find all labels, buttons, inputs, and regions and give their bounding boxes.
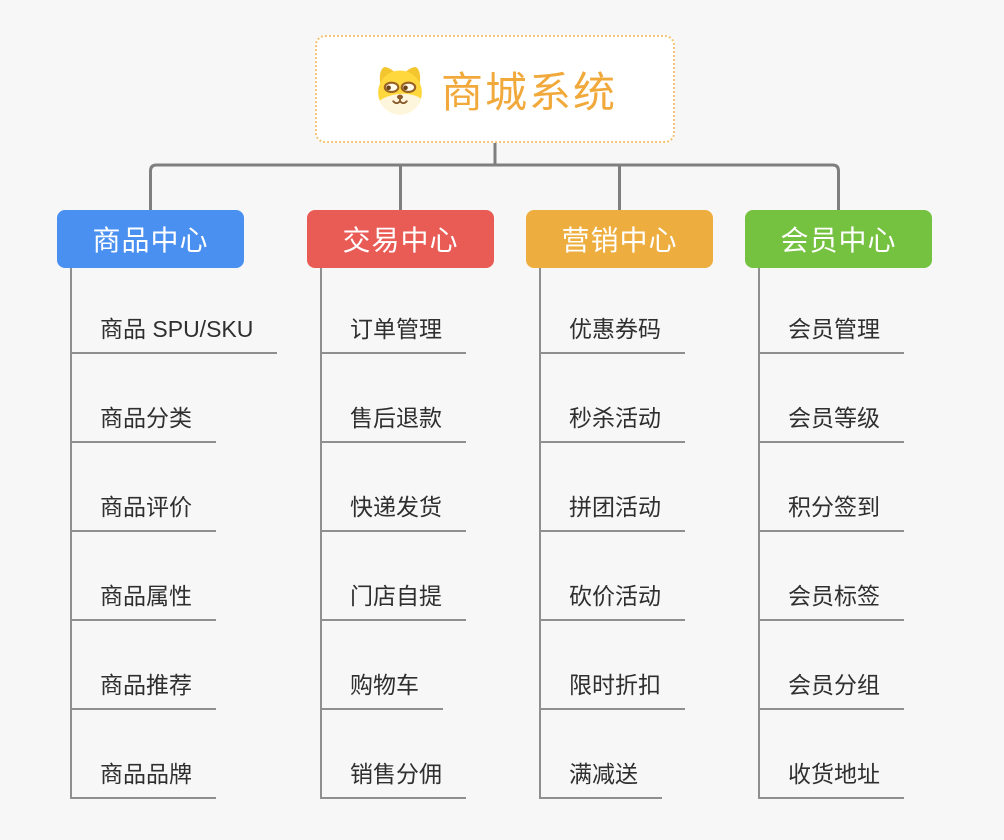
leaf-node[interactable]: 会员标签 bbox=[758, 580, 904, 621]
branch-header[interactable]: 交易中心 bbox=[307, 210, 494, 268]
branch-header[interactable]: 会员中心 bbox=[745, 210, 932, 268]
leaf-node[interactable]: 优惠券码 bbox=[539, 313, 685, 354]
dog-logo-icon bbox=[378, 66, 422, 115]
branch-column: 会员中心会员管理会员等级积分签到会员标签会员分组收货地址 bbox=[745, 210, 1004, 820]
branch-bus-line bbox=[149, 163, 840, 210]
branch-header[interactable]: 营销中心 bbox=[526, 210, 713, 268]
leaf-node[interactable]: 商品分类 bbox=[70, 402, 216, 443]
leaf-node[interactable]: 商品推荐 bbox=[70, 669, 216, 710]
leaf-node[interactable]: 订单管理 bbox=[320, 313, 466, 354]
leaf-node[interactable]: 商品品牌 bbox=[70, 758, 216, 799]
leaf-node[interactable]: 砍价活动 bbox=[539, 580, 685, 621]
leaf-node[interactable]: 会员管理 bbox=[758, 313, 904, 354]
leaf-node[interactable]: 快递发货 bbox=[320, 491, 466, 532]
root-node[interactable]: 商城系统 bbox=[315, 35, 675, 143]
branch-vertical-line bbox=[539, 268, 541, 799]
leaf-node[interactable]: 限时折扣 bbox=[539, 669, 685, 710]
leaf-node[interactable]: 收货地址 bbox=[758, 758, 904, 799]
leaf-node[interactable]: 积分签到 bbox=[758, 491, 904, 532]
branch-header[interactable]: 商品中心 bbox=[57, 210, 244, 268]
branch-column: 营销中心优惠券码秒杀活动拼团活动砍价活动限时折扣满减送 bbox=[526, 210, 788, 820]
branch-vertical-line bbox=[320, 268, 322, 799]
leaf-node[interactable]: 秒杀活动 bbox=[539, 402, 685, 443]
leaf-node[interactable]: 购物车 bbox=[320, 669, 443, 710]
branch-column: 交易中心订单管理售后退款快递发货门店自提购物车销售分佣 bbox=[307, 210, 569, 820]
leaf-node[interactable]: 商品属性 bbox=[70, 580, 216, 621]
leaf-node[interactable]: 销售分佣 bbox=[320, 758, 466, 799]
root-title: 商城系统 bbox=[440, 68, 617, 116]
leaf-node[interactable]: 商品评价 bbox=[70, 491, 216, 532]
leaf-node[interactable]: 门店自提 bbox=[320, 580, 466, 621]
leaf-node[interactable]: 会员等级 bbox=[758, 402, 904, 443]
leaf-node[interactable]: 拼团活动 bbox=[539, 491, 685, 532]
tree-connector-lines bbox=[149, 141, 840, 210]
leaf-node[interactable]: 满减送 bbox=[539, 758, 662, 799]
branch-column: 商品中心商品 SPU/SKU 商品分类商品评价商品属性商品推荐商品品牌 bbox=[57, 210, 319, 820]
leaf-node[interactable]: 商品 SPU/SKU bbox=[70, 313, 278, 354]
branch-vertical-line bbox=[758, 268, 760, 799]
leaf-node[interactable]: 会员分组 bbox=[758, 669, 904, 710]
branch-vertical-line bbox=[70, 268, 72, 799]
leaf-node[interactable]: 售后退款 bbox=[320, 402, 466, 443]
